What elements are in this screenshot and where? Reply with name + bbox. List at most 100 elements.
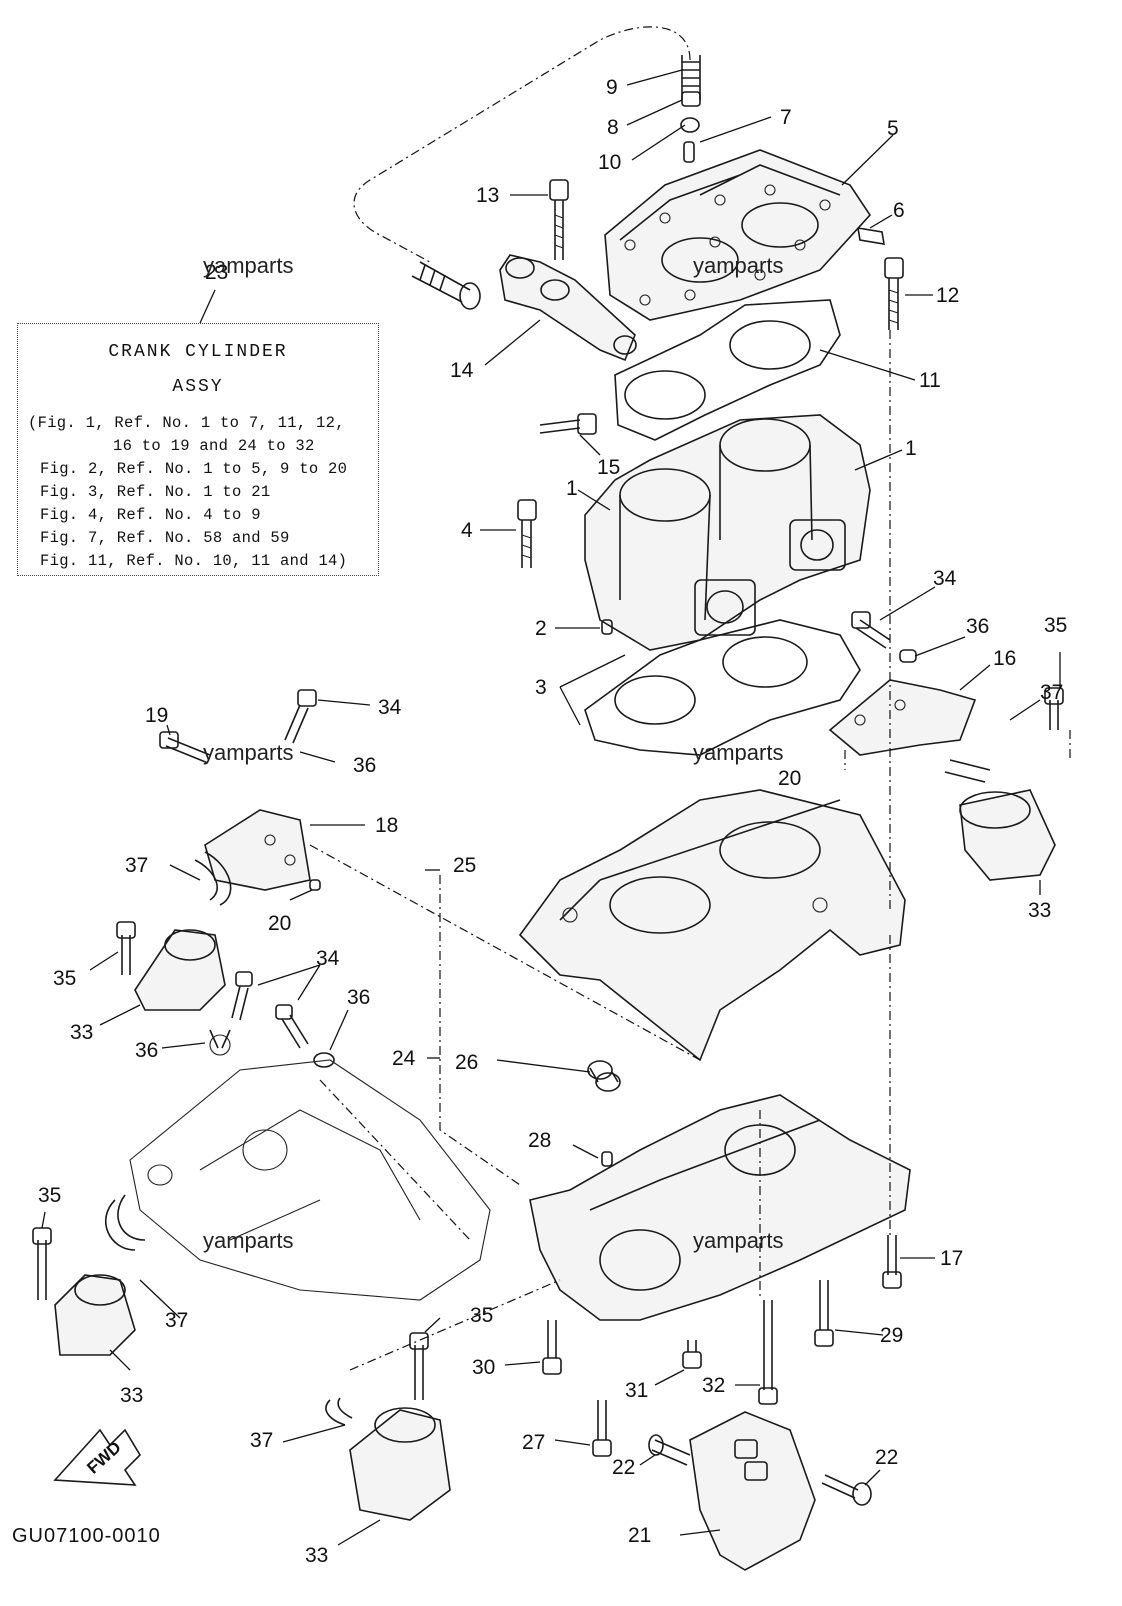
legend-title: CRANK CYLINDER [108, 342, 288, 362]
center-lines [309, 330, 1071, 1371]
part-label: 13 [476, 184, 500, 207]
part-label: 6 [893, 199, 905, 222]
part-label: 15 [597, 456, 621, 479]
diagram-code: GU07100-0010 [12, 1525, 161, 1547]
electrical-box [648, 1411, 872, 1571]
part-label: 4 [461, 519, 473, 542]
legend-subtitle: ASSY [172, 377, 224, 397]
cylinder-head [604, 149, 872, 321]
legend-line: Fig. 11, Ref. No. 10, 11 and 14) [40, 552, 348, 570]
part-label: 35 [38, 1184, 62, 1207]
rubber-mount-left-lower [32, 1194, 146, 1356]
part-label: 33 [305, 1544, 329, 1567]
leader-lines [41, 69, 1061, 1546]
part-label: 18 [375, 814, 399, 837]
part-label: 36 [135, 1039, 159, 1062]
part-label: 34 [316, 947, 340, 970]
part-label: 35 [1044, 614, 1068, 637]
rubber-mount-bottom [325, 1332, 451, 1521]
part-label: 33 [120, 1384, 144, 1407]
head-gasket [614, 299, 841, 441]
part-label: 33 [70, 1021, 94, 1044]
part-label: 31 [625, 1379, 649, 1402]
rubber-mount-right [944, 687, 1064, 881]
watermark: yamparts [693, 740, 784, 765]
part-label: 28 [528, 1129, 552, 1152]
part-label: 8 [607, 116, 619, 139]
cylinder-gasket [584, 619, 861, 756]
part-label: 9 [606, 76, 618, 99]
part-label: 14 [450, 359, 474, 382]
part-label: 37 [250, 1429, 274, 1452]
part-label: 30 [472, 1356, 496, 1379]
bolt-15 [539, 413, 597, 435]
part-label: 24 [392, 1047, 416, 1070]
part-label: 35 [470, 1304, 494, 1327]
legend-line: 16 to 19 and 24 to 32 [113, 437, 315, 455]
part-label: 37 [1040, 681, 1064, 704]
part-label: 19 [145, 704, 169, 727]
crankcase-upper [518, 789, 906, 1062]
fwd-arrow [53, 1428, 142, 1486]
bearing-26 [587, 1060, 621, 1092]
part-label: 1 [566, 477, 578, 500]
mount-bracket-left [159, 689, 321, 891]
dowel-pin-28 [601, 1151, 613, 1167]
legend-line: Fig. 3, Ref. No. 1 to 21 [40, 483, 271, 501]
crankcase-lower [529, 1094, 911, 1321]
part-label: 21 [628, 1524, 652, 1547]
part-label: 37 [165, 1309, 189, 1332]
part-label: 25 [453, 854, 477, 877]
part-label: 22 [612, 1456, 636, 1479]
legend-line: Fig. 4, Ref. No. 4 to 9 [40, 506, 261, 524]
part-label: 37 [125, 854, 149, 877]
part-label: 11 [919, 369, 941, 392]
cylinder [584, 414, 871, 651]
engine-bracket [499, 254, 637, 362]
part-label: 36 [353, 754, 377, 777]
watermark: yamparts [203, 1228, 294, 1253]
part-label: 36 [347, 986, 371, 1009]
rubber-mount-left-upper [116, 851, 232, 1011]
part-label: 17 [940, 1247, 964, 1270]
part-label: 12 [936, 284, 960, 307]
part-label: 20 [778, 767, 802, 790]
part-label: 32 [702, 1374, 726, 1397]
part-label: 22 [875, 1446, 899, 1469]
part-label: 1 [905, 437, 917, 460]
part-label: 35 [53, 967, 77, 990]
part-label: 2 [535, 617, 547, 640]
assembly-legend-box: CRANK CYLINDER ASSY (Fig. 1, Ref. No. 1 … [17, 323, 379, 576]
watermark: yamparts [693, 253, 784, 278]
part-label: 3 [535, 676, 547, 699]
part-label: 16 [993, 647, 1017, 670]
part-label: 36 [966, 615, 990, 638]
bolts-upper [549, 179, 904, 330]
part-label: 23 [205, 261, 229, 284]
watermark: yamparts [693, 1228, 784, 1253]
engine-outline [129, 1029, 491, 1301]
part-label: 10 [598, 151, 622, 174]
legend-line: (Fig. 1, Ref. No. 1 to 7, 11, 12, [28, 414, 345, 432]
part-label: 5 [887, 117, 899, 140]
watermark: yamparts [203, 253, 294, 278]
watermark: yamparts [203, 740, 294, 765]
part-label: 26 [455, 1051, 479, 1074]
part-label: 34 [378, 696, 402, 719]
part-label: 7 [780, 106, 792, 129]
small-fittings [680, 117, 885, 245]
part-label: 27 [522, 1431, 546, 1454]
water-hose [353, 26, 701, 310]
dowel-pin-2 [601, 619, 613, 635]
bolts-left [231, 971, 335, 1068]
bolt-4 [517, 499, 537, 568]
part-label: 34 [933, 567, 957, 590]
mount-bracket-right [828, 611, 977, 756]
part-label: 29 [880, 1324, 904, 1347]
part-label: 33 [1028, 899, 1052, 922]
legend-line: Fig. 7, Ref. No. 58 and 59 [40, 529, 290, 547]
bolts-lower [542, 1235, 902, 1457]
legend-line: Fig. 2, Ref. No. 1 to 5, 9 to 20 [40, 460, 348, 478]
part-label: 20 [268, 912, 292, 935]
